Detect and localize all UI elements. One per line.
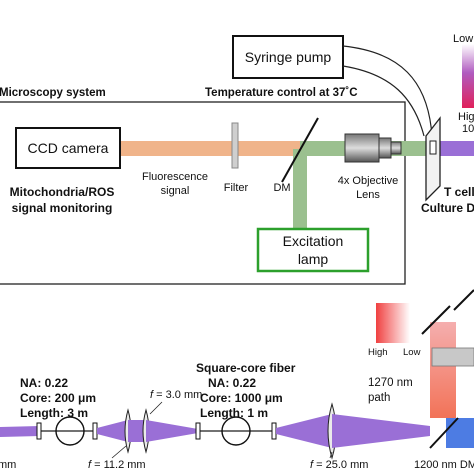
fiber1-end-right (92, 422, 98, 440)
fiber2-end-left (195, 422, 201, 440)
syringe-pump-label: Syringe pump (245, 49, 332, 65)
objective-label-1: 4x Objective (338, 175, 399, 187)
dm-label: DM (273, 182, 290, 194)
fluorescence-label-1: Fluorescence (142, 171, 208, 183)
laser-beam-left (0, 426, 40, 437)
gradient-high-value: 10 (462, 123, 474, 135)
fiber1-length: Length: 3 m (20, 406, 88, 420)
t-cell-label-2: Culture De (421, 201, 474, 215)
fiber2-length: Length: 1 m (200, 406, 268, 420)
dm-1200-label: 1200 nm DM (414, 459, 474, 471)
beam-to-lens1 (97, 420, 128, 442)
objective-lens (344, 133, 402, 163)
fiber1-na: NA: 0.22 (20, 376, 68, 390)
culture-device (425, 116, 441, 202)
fluorescence-beam (120, 141, 300, 156)
square-fiber-label: Square-core fiber (196, 361, 296, 375)
filter-element (231, 122, 239, 169)
syringe-tube-2 (342, 65, 425, 137)
beam-to-lens3 (276, 414, 332, 448)
fiber2-na: NA: 0.22 (208, 376, 256, 390)
low-label-bottom: Low (403, 347, 421, 358)
excitation-label-2: lamp (298, 251, 329, 267)
excitation-lamp-box (256, 227, 370, 273)
syringe-tube-1 (342, 45, 433, 137)
ccd-camera-box (15, 127, 121, 169)
high-label-bottom: High (368, 347, 388, 358)
intensity-gradient-bar (462, 44, 474, 108)
fiber2-core: Core: 1000 μm (200, 391, 283, 405)
fiber2-end-right (271, 422, 277, 440)
dm-bottom (429, 417, 459, 449)
t-cell-label-1: T cell (444, 185, 474, 199)
beam-after-lens3 (332, 414, 430, 448)
focal-length-1: f = 11.2 mm (88, 459, 146, 471)
lens1-pointer (111, 445, 127, 459)
excitation-label-1: Excitation (283, 233, 344, 249)
mirror-top-right (421, 305, 451, 335)
dichroic-mirror (281, 117, 319, 183)
mitochondria-label-1: Mitochondria/ROS (10, 185, 115, 199)
ccd-camera-label: CCD camera (28, 140, 109, 156)
path-label-1: 1270 nm (368, 377, 413, 389)
focal-length-3: f = 25.0 mm (310, 459, 368, 471)
path-label-2: path (368, 392, 390, 404)
beam-lens1-to-lens2 (128, 420, 146, 442)
microscopy-system-label: Microscopy system (0, 87, 106, 99)
gradient-low-label: Low (453, 33, 473, 45)
objective-label-2: Lens (356, 189, 380, 201)
fiber1-coil (55, 416, 85, 446)
laser-beam-top (440, 141, 474, 156)
filter-label: Filter (224, 182, 249, 194)
culture-chamber (429, 140, 437, 155)
temperature-label: Temperature control at 37˚C (205, 87, 358, 99)
fiber1-end-left (36, 422, 42, 440)
high-low-gradient (376, 303, 410, 343)
lens3-pointer (329, 451, 333, 459)
gradient-high-label: Hig (458, 111, 474, 123)
mirror-top-right-2 (453, 289, 474, 311)
grey-element (431, 347, 474, 367)
syringe-pump-box (232, 35, 344, 79)
fiber1-core: Core: 200 μm (20, 391, 96, 405)
mitochondria-label-2: signal monitoring (12, 201, 113, 215)
excitation-beam-vertical (293, 149, 307, 229)
blue-beam (446, 418, 474, 448)
vertical-red-beam (430, 322, 456, 418)
left-edge-mm-label: mm (0, 459, 16, 471)
fluorescence-label-2: signal (161, 185, 190, 197)
microscopy-system-frame (0, 101, 406, 285)
focal-length-2: f = 3.0 mm (150, 389, 202, 401)
lens2-pointer (149, 401, 163, 415)
beam-to-fiber2 (146, 420, 198, 442)
fiber2-coil (221, 416, 251, 446)
